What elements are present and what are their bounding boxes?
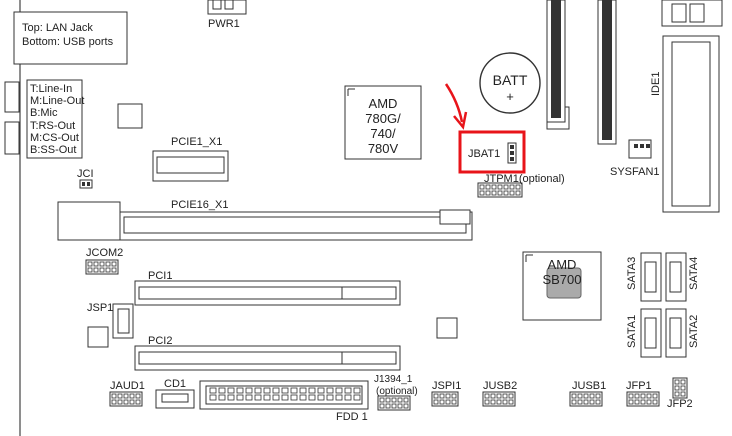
pcie1-x1-slot (152, 150, 229, 182)
northbridge-chip (344, 85, 422, 160)
dimm-slot (546, 0, 566, 123)
audio-label-b2: B:SS-Out (30, 144, 77, 156)
jusb1-label: JUSB1 (572, 380, 607, 392)
jusb1-header (569, 391, 603, 407)
jsp1-label: JSP1 (87, 302, 114, 314)
jspi1-header (431, 391, 459, 407)
jusb2-header (482, 391, 516, 407)
pwr1-label: PWR1 (208, 18, 240, 30)
southbridge-chip (522, 251, 602, 321)
sata3-port (640, 252, 662, 302)
battery (479, 52, 541, 114)
j1394-label: J1394_1 (374, 374, 413, 385)
lan-usb-note-box (13, 11, 128, 65)
jfp2-header (672, 377, 688, 399)
pcie16-slot (57, 201, 473, 241)
ide1-label: IDE1 (650, 71, 662, 96)
pci2-label: PCI2 (148, 335, 173, 347)
sata1-label: SATA1 (626, 314, 638, 348)
nb-line3: 740/ (370, 126, 396, 141)
mount-hole (87, 326, 109, 348)
sysfan1-connector (628, 139, 652, 159)
nb-line2: 780G/ (365, 111, 401, 126)
sata1-port (640, 308, 662, 358)
fdd1-label: FDD 1 (336, 411, 368, 423)
mount-hole (117, 103, 143, 129)
audio-jack-box (26, 79, 83, 159)
jbat1-highlight-frame (458, 130, 526, 174)
ide1-connector (662, 35, 720, 213)
jfp1-header (626, 391, 660, 407)
sata2-port (665, 308, 687, 358)
pci1-label: PCI1 (148, 270, 173, 282)
pcie16-label: PCIE16_X1 (171, 199, 229, 211)
lan-usb-note-top: Top: LAN Jack (22, 22, 93, 34)
jcom2-header (85, 259, 119, 275)
audio-label-m2: M:CS-Out (30, 132, 79, 144)
jfp1-label: JFP1 (626, 380, 652, 392)
jbat1-label: JBAT1 (468, 148, 501, 160)
cd1-label: CD1 (164, 378, 187, 390)
sysfan1-label: SYSFAN1 (610, 166, 660, 178)
highlight-arrow (444, 83, 464, 123)
audio-label-t1: T:Line-In (30, 83, 73, 95)
jaud1-label: JAUD1 (110, 380, 145, 392)
sata4-port (665, 252, 687, 302)
jsp1-connector (112, 303, 134, 339)
cd1-connector (155, 389, 195, 409)
audio-label-t2: T:RS-Out (30, 120, 76, 132)
sb-line2: SB700 (542, 272, 582, 287)
sb-line1: AMD (547, 257, 577, 272)
pcie1-x1-label: PCIE1_X1 (171, 136, 223, 148)
jtpm1-label: JTPM1(optional) (484, 173, 565, 185)
sata2-label: SATA2 (688, 314, 700, 348)
lan-usb-note-bottom: Bottom: USB ports (22, 36, 114, 48)
nb-line4: 780V (367, 141, 399, 156)
sata4-label: SATA4 (688, 256, 700, 290)
nb-line1: AMD (368, 96, 398, 111)
pci2-slot (134, 345, 401, 371)
batt-plus-label: + (506, 89, 514, 104)
j1394-header (377, 395, 411, 411)
jfp2-label: JFP2 (667, 398, 693, 410)
jtpm1-header (477, 182, 523, 198)
batt-label: BATT (492, 72, 528, 88)
jcom2-label: JCOM2 (86, 247, 124, 259)
jusb2-label: JUSB2 (483, 380, 518, 392)
audio-label-m1: M:Line-Out (30, 95, 85, 107)
pci1-slot (134, 280, 401, 306)
sata3-label: SATA3 (626, 256, 638, 290)
jspi1-label: JSPI1 (432, 380, 462, 392)
dimm-slot (597, 0, 617, 145)
jci-label: JCI (77, 168, 94, 180)
jci-header (79, 179, 93, 189)
jaud1-header (109, 391, 143, 407)
mount-hole (436, 317, 458, 339)
j1394-optional-label: (optional) (376, 386, 418, 397)
audio-label-b1: B:Mic (30, 107, 58, 119)
